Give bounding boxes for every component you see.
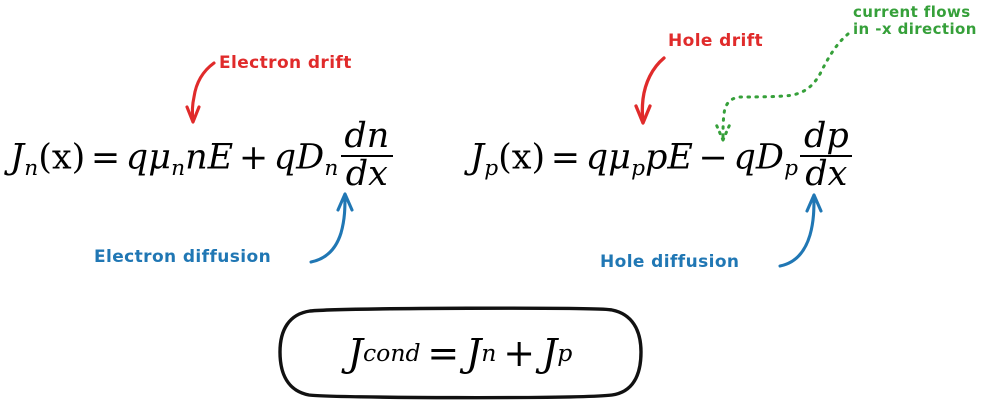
eq-n-drift-mobility-sub: n <box>171 156 186 182</box>
eq-n-diff-diffusivity-sub: n <box>324 156 339 182</box>
current-direction-line-1: current flows <box>853 3 971 21</box>
eq-n-sign: + <box>238 137 269 178</box>
electron-diffusion-label: Electron diffusion <box>94 247 272 267</box>
hole-drift-label: Hole drift <box>668 31 764 51</box>
eq-cond-symbol-sub: cond <box>362 339 421 367</box>
current-direction-label: current flows in -x direction <box>853 4 977 38</box>
eq-p-derivative-numerator: dp <box>800 119 853 157</box>
eq-n-argument: (x) <box>38 137 86 178</box>
eq-p-argument: (x) <box>498 137 546 178</box>
eq-n-drift-charge: q <box>125 137 149 178</box>
eq-p-drift-charge: q <box>585 137 609 178</box>
eq-p-symbol-sub: p <box>484 156 499 182</box>
hole-drift-arrow <box>634 56 666 125</box>
eq-n-symbol-sub: n <box>24 156 39 182</box>
eq-p-drift-mobility: μ <box>608 137 631 178</box>
eq-p-drift-carrier: p <box>644 137 668 178</box>
eq-p-symbol: J <box>470 137 485 178</box>
eq-cond-symbol: J <box>347 331 363 375</box>
eq-n-derivative-numerator: dn <box>340 119 393 157</box>
eq-cond-term-2-sub: p <box>557 339 573 367</box>
eq-p-diff-charge: q <box>733 137 756 178</box>
eq-n-drift-carrier: n <box>185 137 208 178</box>
eq-n-diff-charge: q <box>273 137 297 178</box>
eq-cond-equals: = <box>427 331 460 375</box>
eq-cond-term-1: J <box>466 331 482 375</box>
eq-n-symbol: J <box>10 137 25 178</box>
electron-drift-arrow <box>185 61 216 124</box>
eq-p-equals: = <box>550 137 581 178</box>
electron-drift-label: Electron drift <box>219 53 352 73</box>
eq-p-drift-field: E <box>667 137 693 178</box>
eq-cond-term-1-sub: n <box>481 339 497 367</box>
hole-diffusion-label: Hole diffusion <box>600 252 740 272</box>
current-direction-line-2: in -x direction <box>853 19 977 38</box>
eq-n-drift-mobility: μ <box>148 137 171 178</box>
eq-n-drift-field: E <box>207 137 234 178</box>
eq-p-derivative-denominator: dx <box>805 154 848 195</box>
eq-cond-term-2: J <box>541 331 558 375</box>
eq-p-sign: − <box>698 137 728 178</box>
eq-p-diff-diffusivity: D <box>755 137 784 178</box>
eq-n-derivative-denominator: dx <box>345 154 388 195</box>
eq-n-equals: = <box>90 137 121 178</box>
eq-cond-plus: + <box>503 331 536 375</box>
electron-diffusion-arrow <box>309 192 354 264</box>
eq-p-diff-diffusivity-sub: p <box>784 156 798 182</box>
eq-n-diff-diffusivity: D <box>296 137 325 178</box>
hole-diffusion-arrow <box>778 193 823 268</box>
eq-p-drift-mobility-sub: p <box>631 156 645 182</box>
